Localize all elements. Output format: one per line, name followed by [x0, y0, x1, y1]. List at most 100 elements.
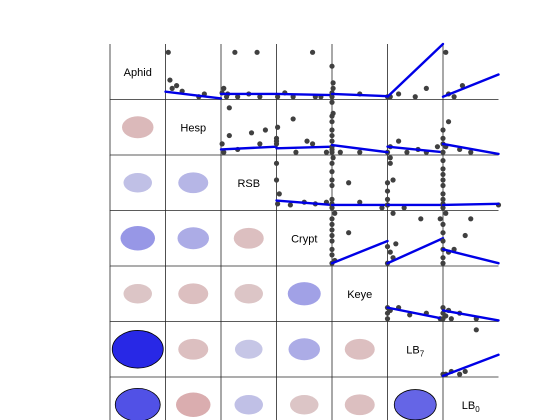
scatter-point-2-4-3: [329, 182, 335, 189]
scatter-cell-0-6: [441, 49, 500, 100]
scatter-point-1-3-3: [290, 116, 296, 122]
scatter-point-2-5-2: [384, 188, 391, 194]
scatter-point-1-6-0: [440, 149, 446, 155]
fit-line-1-2: [219, 145, 278, 151]
scatter-point-2-4-4: [329, 177, 335, 183]
scatter-cell-2-5: [384, 155, 445, 211]
scatter-point-2-6-2: [440, 196, 446, 202]
corr-ellipse-2-0: [123, 172, 152, 193]
diag-label-3: Crypt: [291, 233, 317, 245]
fit-line-0-1: [164, 90, 223, 100]
scatter-point-2-5-6: [390, 177, 396, 183]
scatter-point-3-6-0: [440, 260, 446, 266]
scatter-point-0-2-1: [221, 85, 227, 91]
scatter-point-3-4-7: [329, 216, 335, 222]
scatter-point-3-6-10: [468, 216, 474, 222]
cell-frame-0-4: [331, 44, 388, 100]
scatter-point-1-3-4: [293, 149, 299, 155]
corr-ellipse-2-1: [178, 172, 209, 194]
scatter-point-1-2-2: [226, 132, 232, 139]
scatter-point-0-4-0: [329, 94, 335, 100]
fit-line-1-3: [275, 145, 334, 150]
scatter-cell-3-6: [440, 210, 500, 266]
diag-label-1: Hesp: [180, 122, 206, 134]
corr-ellipse-3-2: [233, 227, 264, 249]
scatter-cell-0-3: [275, 49, 334, 100]
scatter-point-0-4-3: [330, 80, 336, 86]
scatter-cell-0-2: [219, 49, 278, 100]
diag-label-2: RSB: [237, 178, 260, 190]
corr-ellipse-6-5: [393, 389, 437, 420]
scatter-point-0-1-2: [169, 85, 175, 91]
fit-line-1-5: [386, 145, 445, 154]
scatter-point-3-4-1: [329, 252, 335, 258]
scatter-point-0-2-8: [257, 94, 263, 100]
scatter-cell-1-4: [329, 99, 391, 155]
scatter-cell-0-5: [386, 42, 445, 100]
cell-frame-6-5: [387, 377, 388, 420]
scatter-point-2-3-2: [275, 201, 281, 207]
scatter-point-3-5-4: [418, 216, 424, 222]
fit-line-0-6: [441, 73, 500, 98]
scatter-point-1-4-7: [329, 99, 335, 105]
scatter-cell-3-5: [384, 210, 445, 266]
scatter-point-1-2-5: [248, 130, 255, 136]
corr-ellipse-5-0: [111, 330, 164, 369]
corr-ellipse-6-3: [290, 394, 319, 415]
scatter-point-5-6-3: [457, 371, 463, 377]
scatter-point-0-1-1: [167, 77, 173, 83]
scatter-point-1-4-8: [330, 110, 336, 116]
scatter-point-3-4-5: [329, 227, 335, 233]
scatter-point-5-6-5: [473, 327, 479, 333]
scatter-cell-2-4: [329, 155, 391, 211]
cell-frame-2-5: [387, 155, 443, 211]
diag-label-6: LB0: [462, 400, 480, 414]
corr-ellipse-6-0: [114, 387, 161, 420]
diag-label-5: LB7: [406, 344, 424, 358]
cell-frame-4-6: [442, 266, 499, 322]
scatter-cell-1-6: [440, 119, 500, 156]
scatter-point-0-3-0: [275, 94, 281, 100]
scatter-point-2-5-4: [387, 160, 393, 166]
fit-line-3-6: [441, 248, 500, 265]
scatter-point-3-4-6: [329, 221, 335, 227]
scatter-point-2-6-8: [440, 157, 446, 164]
scatter-point-1-4-0: [329, 149, 335, 155]
scatter-point-0-1-0: [165, 49, 171, 55]
scatter-point-0-5-3: [423, 85, 429, 91]
scatter-point-1-3-1: [273, 135, 280, 141]
scatter-point-1-5-2: [404, 149, 410, 155]
cell-frame-6-3: [276, 377, 277, 420]
fit-line-0-4: [330, 92, 389, 98]
corr-ellipse-6-2: [234, 394, 263, 415]
scatter-point-2-5-1: [384, 196, 391, 202]
fit-line-1-6: [441, 142, 500, 156]
scatter-point-0-5-1: [396, 91, 402, 97]
scatter-point-3-6-4: [440, 230, 446, 236]
fit-line-2-6: [441, 202, 500, 207]
scatter-point-0-6-3: [459, 83, 466, 89]
scatter-cell-2-6: [440, 157, 502, 211]
scatter-point-3-4-2: [329, 246, 335, 252]
scatter-point-2-4-5: [329, 169, 335, 175]
scatter-point-3-6-6: [443, 210, 449, 216]
scatter-point-1-4-5: [329, 119, 335, 125]
scatter-point-2-4-7: [330, 155, 336, 161]
scatter-point-2-3-0: [273, 177, 280, 183]
scatter-point-1-2-7: [262, 127, 268, 133]
corr-ellipse-6-1: [176, 392, 211, 417]
scatter-point-5-6-4: [462, 368, 468, 375]
scatter-point-0-2-5: [235, 94, 241, 100]
scatter-point-3-5-6: [390, 210, 396, 216]
scatter-cell-3-4: [329, 210, 391, 266]
scatter-point-1-6-3: [440, 127, 446, 133]
scatter-point-1-3-0: [273, 141, 280, 147]
diag-label-4: Keye: [347, 289, 372, 301]
cell-frame-3-5: [387, 210, 443, 267]
scatter-point-0-5-2: [412, 94, 418, 100]
scatter-point-0-3-3: [309, 49, 316, 55]
scatter-point-2-4-10: [379, 205, 385, 211]
scatter-point-2-3-3: [276, 191, 282, 197]
scatter-point-1-2-1: [221, 149, 227, 155]
